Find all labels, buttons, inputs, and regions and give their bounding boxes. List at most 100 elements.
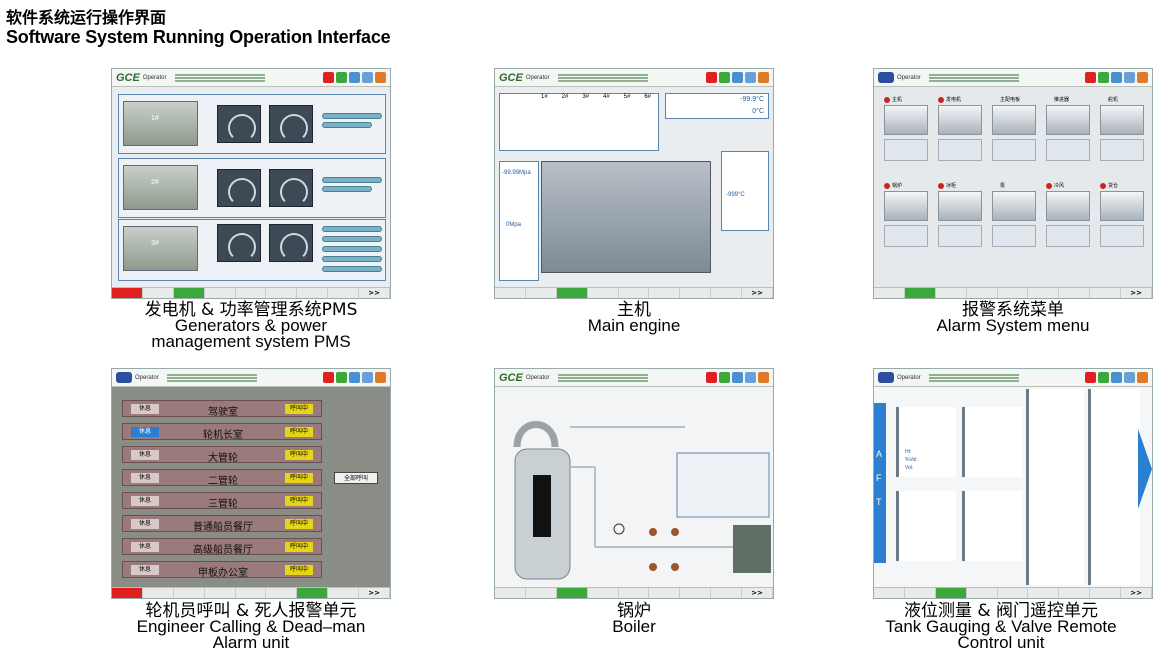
nav-tab[interactable] xyxy=(998,288,1029,298)
settings-icon[interactable] xyxy=(758,72,769,83)
nav-tab[interactable] xyxy=(998,588,1029,598)
more-button[interactable]: >> xyxy=(742,588,773,598)
nav-tab[interactable] xyxy=(905,588,936,598)
alarm-tile[interactable]: 推进器 xyxy=(1044,97,1092,165)
print-icon[interactable] xyxy=(745,72,756,83)
nav-tab[interactable] xyxy=(143,588,174,598)
nav-tab[interactable] xyxy=(266,288,298,298)
check-icon[interactable] xyxy=(1098,372,1109,383)
nav-tab[interactable] xyxy=(967,288,998,298)
settings-icon[interactable] xyxy=(758,372,769,383)
settings-icon[interactable] xyxy=(375,72,386,83)
print-icon[interactable] xyxy=(1124,72,1135,83)
nav-tab[interactable] xyxy=(526,288,557,298)
refresh-icon[interactable] xyxy=(732,372,743,383)
rest-button[interactable]: 休息 xyxy=(131,473,159,483)
nav-tab[interactable] xyxy=(1028,288,1060,298)
print-icon[interactable] xyxy=(745,372,756,383)
check-icon[interactable] xyxy=(336,72,347,83)
nav-tab[interactable] xyxy=(935,588,967,598)
nav-tab[interactable] xyxy=(1028,588,1060,598)
nav-tab[interactable] xyxy=(680,288,712,298)
nav-tab[interactable] xyxy=(174,588,205,598)
nav-tab[interactable] xyxy=(236,588,267,598)
nav-tab[interactable] xyxy=(588,288,619,298)
settings-icon[interactable] xyxy=(375,372,386,383)
nav-tab[interactable] xyxy=(297,588,329,598)
nav-tab[interactable] xyxy=(297,288,329,298)
nav-tab[interactable] xyxy=(328,288,360,298)
print-icon[interactable] xyxy=(362,372,373,383)
check-icon[interactable] xyxy=(336,372,347,383)
nav-tab[interactable] xyxy=(711,288,743,298)
refresh-icon[interactable] xyxy=(732,72,743,83)
alarm-tile[interactable]: 冷风 xyxy=(1044,183,1092,251)
nav-tab[interactable] xyxy=(173,288,205,298)
alarm-icon[interactable] xyxy=(706,372,717,383)
rest-button[interactable]: 休息 xyxy=(131,427,159,437)
nav-tab[interactable] xyxy=(328,588,360,598)
rest-button[interactable]: 休息 xyxy=(131,496,159,506)
alarm-icon[interactable] xyxy=(323,372,334,383)
rest-button[interactable]: 休息 xyxy=(131,519,159,529)
check-icon[interactable] xyxy=(1098,72,1109,83)
nav-tab[interactable] xyxy=(556,588,588,598)
nav-tab[interactable] xyxy=(495,288,526,298)
nav-tab[interactable] xyxy=(967,588,998,598)
nav-tab[interactable] xyxy=(1090,588,1122,598)
more-button[interactable]: >> xyxy=(742,288,773,298)
refresh-icon[interactable] xyxy=(349,72,360,83)
nav-tab[interactable] xyxy=(680,588,712,598)
more-button[interactable]: >> xyxy=(359,588,390,598)
nav-tab[interactable] xyxy=(874,288,905,298)
nav-tab[interactable] xyxy=(1090,288,1122,298)
calling-button[interactable]: 呼叫中 xyxy=(285,404,313,414)
nav-tab[interactable] xyxy=(649,588,681,598)
nav-tab[interactable] xyxy=(1059,288,1091,298)
nav-tab[interactable] xyxy=(711,588,743,598)
nav-tab[interactable] xyxy=(556,288,588,298)
calling-button[interactable]: 呼叫中 xyxy=(285,542,313,552)
settings-icon[interactable] xyxy=(1137,72,1148,83)
calling-button[interactable]: 呼叫中 xyxy=(285,496,313,506)
alarm-icon[interactable] xyxy=(323,72,334,83)
calling-button[interactable]: 呼叫中 xyxy=(285,519,313,529)
nav-tab[interactable] xyxy=(936,288,967,298)
nav-tab[interactable] xyxy=(143,288,174,298)
check-icon[interactable] xyxy=(719,72,730,83)
print-icon[interactable] xyxy=(362,72,373,83)
nav-tab[interactable] xyxy=(205,588,236,598)
nav-tab[interactable] xyxy=(205,288,236,298)
nav-tab[interactable] xyxy=(495,588,526,598)
alarm-tile[interactable]: 主机 xyxy=(882,97,930,165)
nav-tab[interactable] xyxy=(588,588,619,598)
alarm-tile[interactable]: 冰柜 xyxy=(936,183,984,251)
print-icon[interactable] xyxy=(1124,372,1135,383)
nav-tab[interactable] xyxy=(266,588,298,598)
rest-button[interactable]: 休息 xyxy=(131,450,159,460)
rest-button[interactable]: 休息 xyxy=(131,565,159,575)
calling-button[interactable]: 呼叫中 xyxy=(285,427,313,437)
alarm-icon[interactable] xyxy=(1085,372,1096,383)
nav-tab[interactable] xyxy=(236,288,267,298)
nav-tab[interactable] xyxy=(526,588,557,598)
more-button[interactable]: >> xyxy=(359,288,390,298)
call-all-button[interactable]: 全部呼叫 xyxy=(334,472,378,484)
nav-tab[interactable] xyxy=(904,288,936,298)
nav-tab[interactable] xyxy=(112,288,143,298)
alarm-tile[interactable]: 主配电板 xyxy=(990,97,1038,165)
nav-tab[interactable] xyxy=(1059,588,1091,598)
calling-button[interactable]: 呼叫中 xyxy=(285,565,313,575)
check-icon[interactable] xyxy=(719,372,730,383)
alarm-tile[interactable]: 发电机 xyxy=(936,97,984,165)
refresh-icon[interactable] xyxy=(1111,372,1122,383)
alarm-tile[interactable]: 舵机 xyxy=(1098,97,1146,165)
rest-button[interactable]: 休息 xyxy=(131,404,159,414)
nav-tab[interactable] xyxy=(874,588,905,598)
refresh-icon[interactable] xyxy=(349,372,360,383)
rest-button[interactable]: 休息 xyxy=(131,542,159,552)
alarm-tile[interactable]: 锅炉 xyxy=(882,183,930,251)
alarm-tile[interactable]: 泵 xyxy=(990,183,1038,251)
nav-tab[interactable] xyxy=(112,588,143,598)
alarm-tile[interactable]: 货仓 xyxy=(1098,183,1146,251)
